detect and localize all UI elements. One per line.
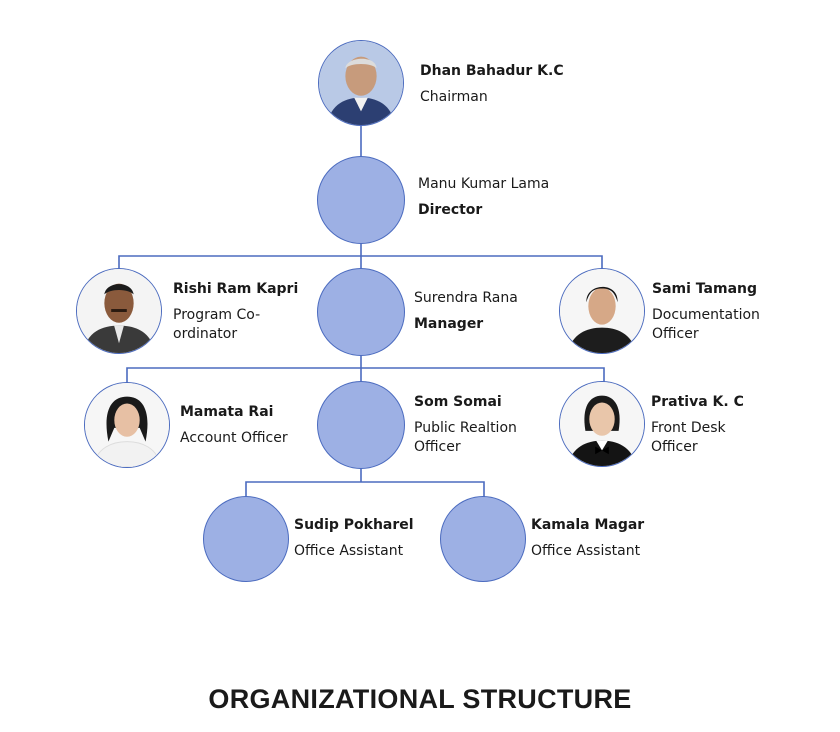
office-assistant-2-name: Kamala Magar <box>531 517 645 533</box>
front-desk-officer-label: Prativa K. C Front Desk Officer <box>651 393 744 457</box>
office-assistant-2-label: Kamala Magar Office Assistant <box>531 516 644 561</box>
manager-label: Surendra Rana Manager <box>414 289 518 334</box>
program-coordinator-name: Rishi Ram Kapri <box>173 281 299 297</box>
front-desk-officer-role: Front Desk Officer <box>651 420 726 455</box>
chairman-label: Dhan Bahadur K.C Chairman <box>420 62 564 107</box>
documentation-officer-label: Sami Tamang Documentation Officer <box>652 280 760 344</box>
office-assistant-1-role: Office Assistant <box>294 543 404 559</box>
public-relation-officer-name: Som Somai <box>414 394 502 410</box>
office-assistant-2-node <box>440 496 526 582</box>
link-assistants-bar <box>245 481 485 500</box>
public-relation-officer-label: Som Somai Public Realtion Officer <box>414 393 517 457</box>
documentation-officer-name: Sami Tamang <box>652 281 758 297</box>
chart-title: ORGANIZATIONAL STRUCTURE <box>208 684 632 714</box>
chairman-photo <box>318 40 404 126</box>
office-assistant-2-role: Office Assistant <box>531 543 641 559</box>
manager-name: Surendra Rana <box>414 290 518 306</box>
director-role: Director <box>418 202 483 218</box>
office-assistant-1-node <box>203 496 289 582</box>
director-node <box>317 156 405 244</box>
front-desk-officer-name: Prativa K. C <box>651 394 744 410</box>
account-officer-role: Account Officer <box>180 430 288 446</box>
account-officer-photo <box>84 382 170 468</box>
director-label: Manu Kumar Lama Director <box>418 175 549 220</box>
account-officer-label: Mamata Rai Account Officer <box>180 403 288 448</box>
chairman-name: Dhan Bahadur K.C <box>420 63 564 79</box>
front-desk-officer-photo <box>559 381 645 467</box>
program-coordinator-photo <box>76 268 162 354</box>
director-name: Manu Kumar Lama <box>418 176 550 192</box>
chairman-role: Chairman <box>420 89 488 105</box>
manager-node <box>317 268 405 356</box>
program-coordinator-label: Rishi Ram Kapri Program Co- ordinator <box>173 280 298 344</box>
public-relation-officer-role: Public Realtion Officer <box>414 420 517 455</box>
office-assistant-1-label: Sudip Pokharel Office Assistant <box>294 516 414 561</box>
office-assistant-1-name: Sudip Pokharel <box>294 517 414 533</box>
documentation-officer-photo <box>559 268 645 354</box>
manager-role: Manager <box>414 316 484 332</box>
public-relation-officer-node <box>317 381 405 469</box>
program-coordinator-role: Program Co- ordinator <box>173 307 261 342</box>
documentation-officer-role: Documentation Officer <box>652 307 760 342</box>
account-officer-name: Mamata Rai <box>180 404 274 420</box>
